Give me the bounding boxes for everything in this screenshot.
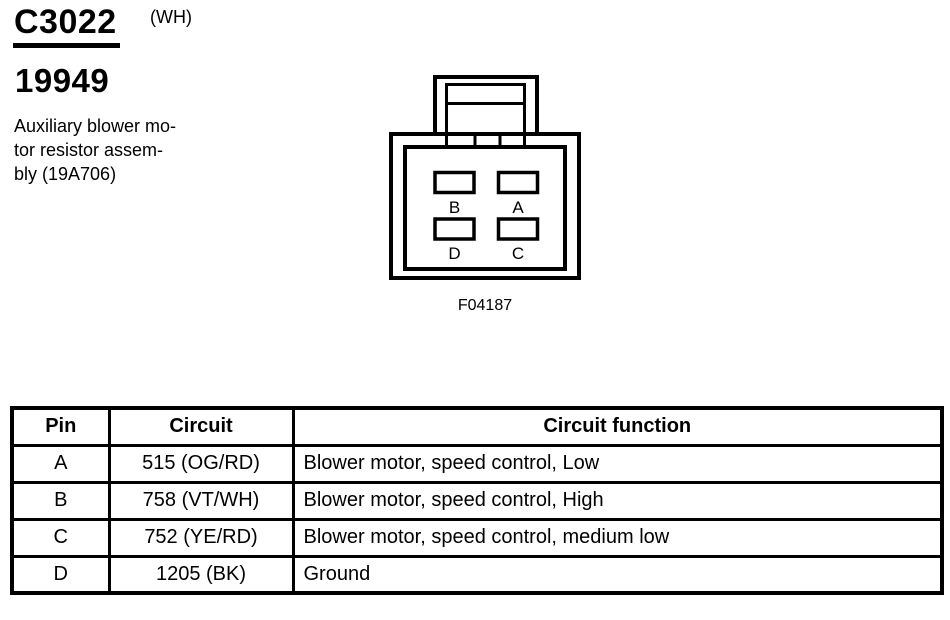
part-number: 19949 (15, 62, 110, 99)
pin-cell: A (10, 443, 111, 484)
connector-id: C3022 (13, 3, 120, 48)
pin-slot-a (496, 170, 540, 195)
pin-slot-c (496, 217, 540, 241)
pin-cell: B (10, 480, 111, 521)
function-cell: Blower motor, speed control, Low (291, 443, 944, 484)
circuit-cell: 515 (OG/RD) (107, 443, 295, 484)
pin-label-b: B (449, 198, 460, 217)
latch-inner-outline (445, 83, 526, 149)
component-description: Auxiliary blower mo- tor resistor assem-… (14, 116, 177, 184)
circuit-cell: 752 (YE/RD) (107, 517, 295, 558)
function-cell: Blower motor, speed control, medium low (291, 517, 944, 558)
table-row: A 515 (OG/RD) Blower motor, speed contro… (10, 443, 944, 484)
header-pin: Pin (10, 406, 111, 447)
connector-body-inner (403, 145, 567, 271)
circuit-cell: 758 (VT/WH) (107, 480, 295, 521)
pin-label-d: D (448, 244, 460, 263)
connector-face-diagram: B A D C (389, 75, 581, 280)
header-circuit-function: Circuit function (291, 406, 944, 447)
pin-slot-b (433, 170, 476, 195)
table-header-row: Pin Circuit Circuit function (10, 406, 944, 447)
function-cell: Ground (291, 554, 944, 595)
connector-color-code: (WH) (150, 7, 192, 27)
pin-cell: C (10, 517, 111, 558)
pin-label-a: A (512, 198, 524, 217)
pin-slot-d (433, 217, 476, 241)
table-row: B 758 (VT/WH) Blower motor, speed contro… (10, 480, 944, 521)
circuit-cell: 1205 (BK) (107, 554, 295, 595)
connector-body-outer (389, 132, 581, 280)
pin-label-c: C (512, 244, 524, 263)
header-circuit: Circuit (107, 406, 295, 447)
figure-caption: F04187 (457, 297, 513, 314)
function-cell: Blower motor, speed control, High (291, 480, 944, 521)
table-row: D 1205 (BK) Ground (10, 554, 944, 595)
table-row: C 752 (YE/RD) Blower motor, speed contro… (10, 517, 944, 558)
pin-table: Pin Circuit Circuit function A 515 (OG/R… (10, 406, 944, 595)
pin-cell: D (10, 554, 111, 595)
